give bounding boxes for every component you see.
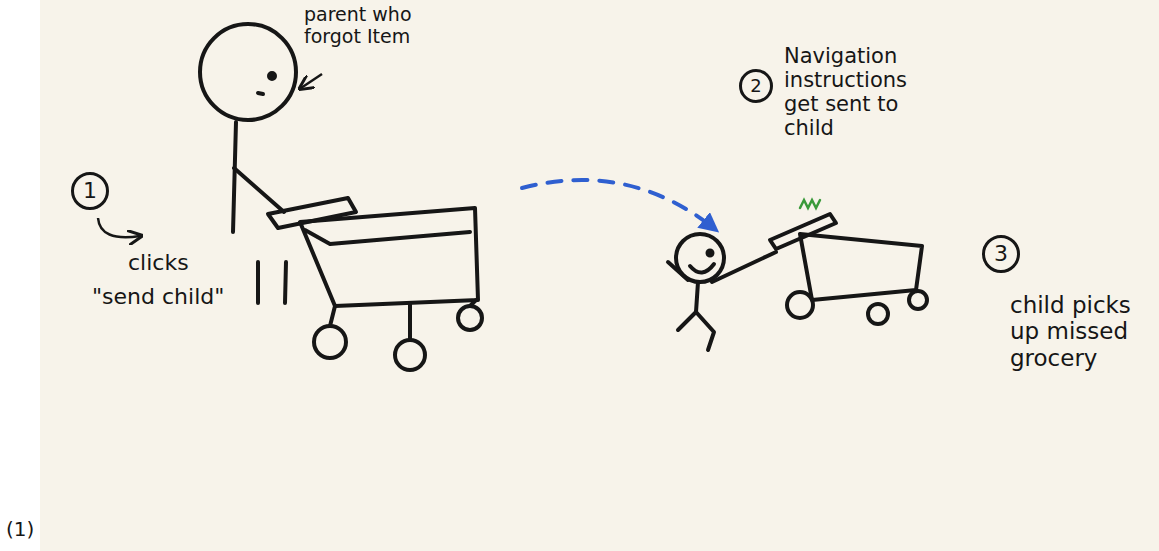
callout-number: 3 bbox=[994, 243, 1008, 265]
parent-eye bbox=[269, 73, 275, 79]
handwritten-note: clicks bbox=[128, 250, 248, 275]
cart-wheel bbox=[868, 304, 888, 324]
parent-leg bbox=[285, 262, 286, 303]
cart-wheel bbox=[314, 326, 346, 358]
cart-handle bbox=[268, 198, 356, 228]
curved-arrow bbox=[98, 218, 140, 237]
handwritten-note: Navigation instructions get sent to chil… bbox=[784, 44, 934, 141]
leader-arrow bbox=[301, 74, 322, 88]
handwritten-note: (1) bbox=[6, 518, 46, 541]
cart-basket bbox=[800, 234, 922, 300]
parent-figure bbox=[200, 24, 296, 303]
parent-arm bbox=[234, 168, 284, 212]
parent-body bbox=[233, 122, 236, 232]
step-circle: 2 bbox=[739, 69, 773, 103]
cart-wheel bbox=[458, 306, 482, 330]
child-cart bbox=[770, 214, 927, 324]
cart-basket bbox=[300, 208, 478, 306]
cart-wheel bbox=[909, 291, 927, 309]
cart-rim bbox=[305, 230, 470, 244]
child-eye bbox=[708, 251, 713, 256]
child-body bbox=[696, 282, 698, 312]
cart-legs bbox=[330, 300, 476, 340]
child-figure bbox=[668, 234, 776, 350]
handwritten-note: parent who forgot Item bbox=[304, 4, 422, 48]
grocery-item bbox=[800, 200, 820, 208]
step-circle: 3 bbox=[982, 235, 1020, 273]
handwritten-note: "send child" bbox=[92, 284, 262, 309]
cart-wheel bbox=[395, 340, 425, 370]
callout-number: 2 bbox=[750, 77, 761, 95]
parent-mouth bbox=[258, 93, 263, 94]
handwritten-note: child picks up missed grocery bbox=[1010, 292, 1145, 371]
child-leg bbox=[678, 312, 696, 330]
parent-head bbox=[200, 24, 296, 120]
step-circle: 1 bbox=[71, 172, 109, 210]
paper-background bbox=[40, 0, 1159, 551]
send-arrow bbox=[522, 180, 716, 230]
child-arm bbox=[668, 262, 688, 280]
parent-leg bbox=[256, 262, 260, 303]
callout-number: 1 bbox=[83, 180, 97, 202]
shopping-cart bbox=[268, 198, 482, 370]
cart-wheel bbox=[787, 292, 813, 318]
child-leg bbox=[696, 312, 714, 350]
child-arm bbox=[712, 252, 776, 282]
child-smile bbox=[690, 264, 714, 273]
